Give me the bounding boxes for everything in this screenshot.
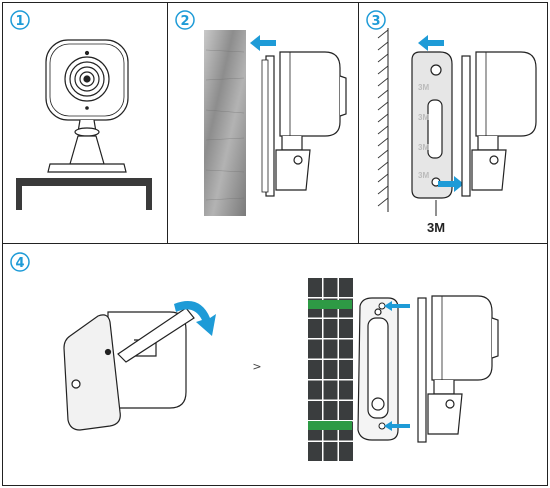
pad-mark: 3M <box>418 83 429 92</box>
rotate-arrow-icon <box>174 301 216 336</box>
wall-tile <box>339 442 353 461</box>
svg-text:2: 2 <box>180 14 189 29</box>
arrow-left-icon <box>418 35 444 51</box>
wall-tile <box>339 319 353 338</box>
tiled-wall <box>308 278 353 461</box>
step-badge-2: 2 <box>175 10 195 30</box>
wall-tile <box>308 380 322 400</box>
wall-tile <box>323 401 338 420</box>
wall-tile <box>308 401 322 420</box>
wall-tile <box>339 278 353 297</box>
step-badge-4: 4 <box>10 252 30 272</box>
svg-text:3: 3 <box>371 14 380 29</box>
svg-text:1: 1 <box>15 14 24 29</box>
wall-tile <box>308 360 322 379</box>
pad-mark: 3M <box>418 113 429 122</box>
wall-tile <box>323 278 338 297</box>
step-badge-3: 3 <box>366 10 386 30</box>
adhesive-label: 3M <box>427 220 445 235</box>
step-badge-1: 1 <box>10 10 30 30</box>
wall-tile <box>323 339 338 359</box>
wall-tile <box>339 339 353 359</box>
wall-tile <box>308 319 322 338</box>
camera-side-view <box>461 51 537 197</box>
svg-text:4: 4 <box>15 256 24 271</box>
wall-tile <box>323 360 338 379</box>
camera-side-view <box>417 295 499 443</box>
transition-mark: > <box>252 360 261 373</box>
wall-tile <box>308 278 322 297</box>
wall-tile <box>323 442 338 461</box>
wall-tile <box>323 319 338 338</box>
camera-detach-view <box>63 311 187 431</box>
wall-hatch <box>377 28 389 212</box>
shelf <box>16 178 152 210</box>
wall-tile <box>323 380 338 400</box>
arrow-right-icon <box>438 176 464 192</box>
wall-tile <box>339 360 353 379</box>
wall-tile <box>308 442 322 461</box>
pry-tool <box>117 307 195 363</box>
mount-plate <box>357 297 399 441</box>
pad-mark: 3M <box>418 171 429 180</box>
camera-side-view <box>261 51 347 197</box>
arrow-left-icon <box>384 301 410 431</box>
wall-anchors <box>308 300 352 430</box>
wall-tile <box>339 380 353 400</box>
metal-surface <box>204 30 246 216</box>
adhesive-pad: 3M 3M 3M 3M <box>411 51 453 199</box>
wall-tile <box>308 339 322 359</box>
arrow-left-icon <box>250 35 276 51</box>
pad-mark: 3M <box>418 143 429 152</box>
camera-icon <box>45 39 129 173</box>
wall-tile <box>339 401 353 420</box>
